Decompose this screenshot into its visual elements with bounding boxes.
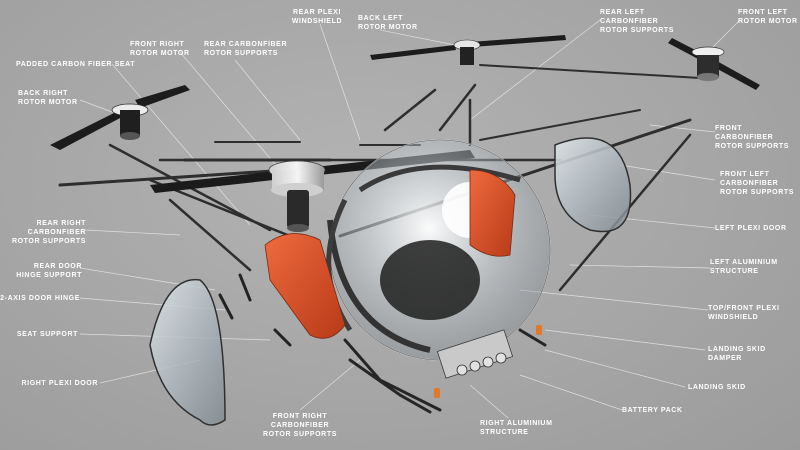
label-rear-door-hinge-support: REAR DOOR HINGE SUPPORT: [16, 263, 82, 279]
back-left-rotor-motor: [370, 35, 566, 65]
label-landing-skid-damper: LANDING SKID DAMPER: [708, 346, 766, 362]
label-right-aluminium-structure: RIGHT ALUMINIUM STRUCTURE: [480, 420, 553, 436]
label-front-right-rotor-motor: FRONT RIGHT ROTOR MOTOR: [130, 41, 190, 57]
label-back-right-rotor-motor: BACK RIGHT ROTOR MOTOR: [18, 90, 78, 106]
orange-seat: [264, 169, 516, 339]
label-seat-support: SEAT SUPPORT: [16, 331, 78, 338]
label-rear-right-carbonfiber-rotor-supports: REAR RIGHT CARBONFIBER ROTOR SUPPORTS: [11, 220, 86, 245]
label-rear-carbonfiber-rotor-supports: REAR CARBONFIBER ROTOR SUPPORTS: [204, 41, 288, 57]
label-top-front-plexi-windshield: TOP/FRONT PLEXI WINDSHIELD: [708, 305, 780, 321]
label-left-aluminium-structure: LEFT ALUMINIUM STRUCTURE: [710, 259, 778, 275]
label-back-left-rotor-motor: BACK LEFT ROTOR MOTOR: [358, 15, 418, 31]
label-front-right-carbonfiber-rotor-supports: FRONT RIGHT CARBONFIBER ROTOR SUPPORTS: [262, 413, 337, 438]
landing-skid: [343, 328, 547, 414]
label-two-axis-door-hinge: 2-AXIS DOOR HINGE: [0, 295, 80, 302]
left-plexi-door: [554, 137, 632, 233]
label-right-plexi-door: RIGHT PLEXI DOOR: [21, 380, 98, 387]
label-rear-left-carbonfiber-rotor-supports: REAR LEFT CARBONFIBER ROTOR SUPPORTS: [600, 9, 675, 34]
label-front-left-rotor-motor: FRONT LEFT ROTOR MOTOR: [738, 9, 798, 25]
hinges: [218, 273, 292, 347]
cockpit-dome: [326, 139, 551, 361]
label-front-left-carbonfiber-rotor-supports: FRONT LEFT CARBONFIBER ROTOR SUPPORTS: [720, 171, 795, 196]
label-padded-carbon-fiber-seat: PADDED CARBON FIBER SEAT: [16, 61, 136, 68]
back-right-rotor-motor: [50, 85, 190, 150]
right-plexi-door: [149, 279, 226, 426]
battery-pack: [436, 329, 514, 379]
label-landing-skid: LANDING SKID: [688, 384, 746, 391]
label-left-plexi-door: LEFT PLEXI DOOR: [715, 225, 787, 232]
skid-dampers: [434, 325, 542, 398]
label-battery-pack: BATTERY PACK: [622, 407, 683, 414]
label-rear-plexi-windshield: REAR PLEXI WINDSHIELD: [291, 9, 343, 25]
front-left-rotor-motor: [668, 38, 760, 90]
label-front-carbonfiber-rotor-supports: FRONT CARBONFIBER ROTOR SUPPORTS: [715, 125, 790, 150]
